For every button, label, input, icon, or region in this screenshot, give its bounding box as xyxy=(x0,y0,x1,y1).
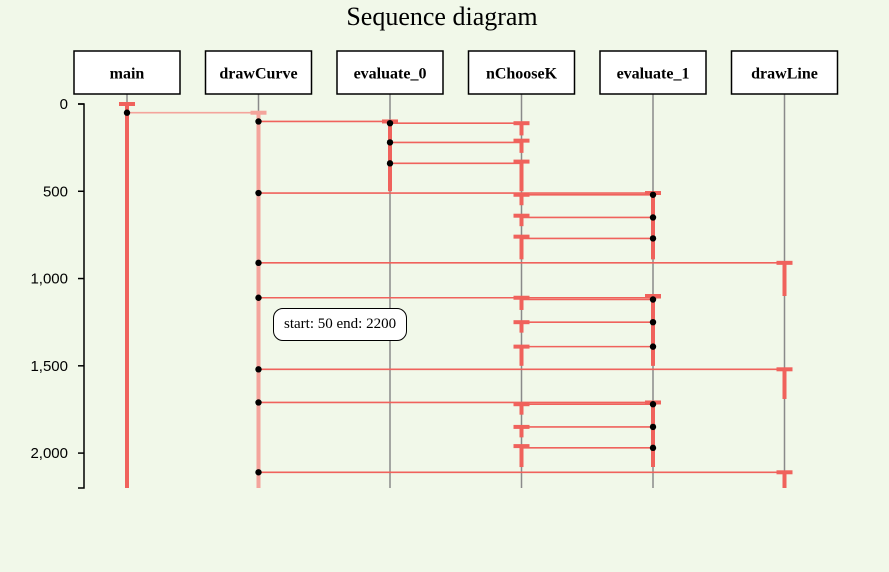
diagram-title: Sequence diagram xyxy=(346,2,537,31)
actor-label: nChooseK xyxy=(486,66,558,83)
actor-drawLine: drawLine xyxy=(730,50,839,95)
activation-evaluate_0 xyxy=(382,119,398,192)
call-origin-dot xyxy=(255,294,262,301)
actor-drawCurve: drawCurve xyxy=(204,50,313,95)
activation-drawLine xyxy=(776,367,793,399)
activation-nChooseK xyxy=(513,444,530,468)
lifelines xyxy=(126,94,786,488)
call-origin-dot xyxy=(255,469,262,476)
activation-nChooseK xyxy=(513,159,530,192)
actor-nChooseK: nChooseK xyxy=(467,50,576,95)
activation-nChooseK xyxy=(513,192,530,206)
actor-label: evaluate_0 xyxy=(354,66,427,83)
actor-label: drawCurve xyxy=(219,66,297,83)
axis-tick-label: 1,500 xyxy=(30,358,68,375)
activation-tooltip: start: 50 end: 2200 xyxy=(273,308,408,341)
axis-tick-label: 500 xyxy=(43,183,68,200)
actor-label: evaluate_1 xyxy=(617,66,690,83)
call-origin-dot xyxy=(255,189,262,197)
call-origin-dot xyxy=(386,139,394,146)
activation-nChooseK xyxy=(513,295,530,310)
activation-drawLine xyxy=(776,470,793,488)
activation-nChooseK xyxy=(513,424,530,438)
call-origin-dot xyxy=(649,444,657,452)
call-origin-dot xyxy=(386,120,394,127)
activation-nChooseK xyxy=(513,213,530,227)
activation-nChooseK xyxy=(513,234,530,260)
actor-box xyxy=(336,50,444,95)
actor-evaluate_1: evaluate_1 xyxy=(599,50,707,95)
actor-headers: main drawCurve evaluate_0 nChooseK evaluate_… xyxy=(73,50,839,95)
call-origin-dot xyxy=(649,191,657,198)
activation-main xyxy=(119,102,135,488)
call-origin-dot xyxy=(649,214,657,221)
axis-tick-label: 1,000 xyxy=(30,271,68,288)
call-origin-dot xyxy=(649,343,657,350)
call-origin-dot xyxy=(649,401,657,408)
axis-tick-label: 0 xyxy=(60,96,68,113)
call-origin-dot xyxy=(255,118,262,125)
activation-evaluate_1 xyxy=(645,400,661,468)
activation-nChooseK xyxy=(513,121,530,136)
call-origin-dot xyxy=(649,318,657,326)
actor-box xyxy=(730,50,839,95)
actor-box xyxy=(467,50,576,95)
axis-tick-label: 2,000 xyxy=(30,445,68,462)
actor-box xyxy=(204,50,313,95)
activation-evaluate_1 xyxy=(645,294,661,366)
activation-evaluate_1 xyxy=(645,191,661,260)
call-origin-dots xyxy=(123,109,657,476)
call-origin-dot xyxy=(649,235,657,242)
activation-bars xyxy=(119,102,793,488)
activation-nChooseK xyxy=(513,138,530,153)
call-origin-dot xyxy=(123,109,131,116)
call-origin-dot xyxy=(649,296,657,303)
time-axis: 0 500 1,000 1,500 2,000 xyxy=(30,96,85,489)
actor-box xyxy=(599,50,707,95)
actor-box xyxy=(73,50,181,95)
call-messages xyxy=(127,111,785,474)
call-origin-dot xyxy=(255,259,262,267)
activation-nChooseK xyxy=(513,402,530,415)
activation-drawLine xyxy=(776,260,793,296)
call-origin-dot xyxy=(386,160,394,167)
activation-nChooseK xyxy=(513,344,530,366)
actor-main: main xyxy=(73,50,181,95)
actor-label: drawLine xyxy=(751,66,818,83)
call-origin-dot xyxy=(255,366,262,373)
actor-evaluate_0: evaluate_0 xyxy=(336,50,444,95)
activation-nChooseK xyxy=(513,320,530,333)
call-origin-dot xyxy=(255,399,262,406)
actor-label: main xyxy=(110,66,145,83)
axis-line xyxy=(78,103,85,489)
call-origin-dot xyxy=(649,423,657,431)
